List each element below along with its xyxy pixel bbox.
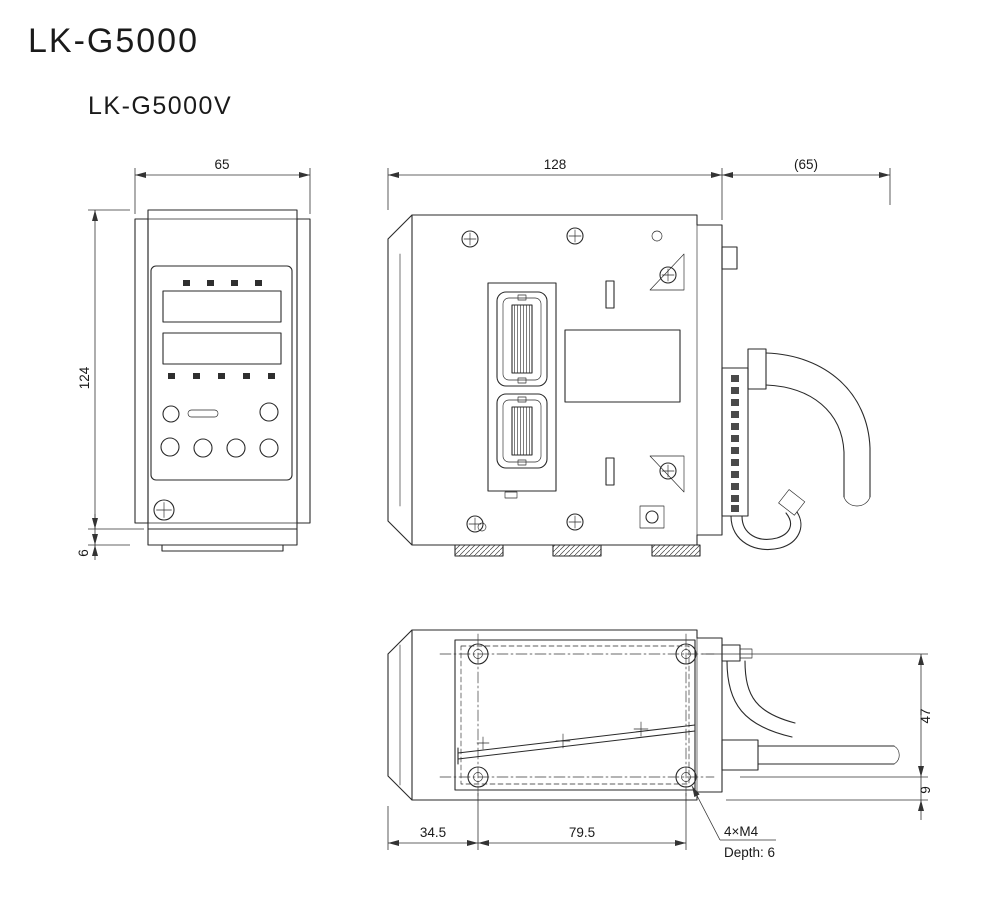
bottom-view-dimensions: 47 9 34.5 79.5 4×M4 Depth: 6 <box>387 653 933 860</box>
dim-hole-pitch: 79.5 <box>569 825 595 840</box>
head-connector-b <box>496 393 548 469</box>
variant-title: LK-G5000V <box>88 92 232 120</box>
mounting-plate <box>454 639 696 791</box>
side-view <box>387 214 871 557</box>
bottom-view <box>387 629 900 801</box>
tap-note: 4×M4 <box>724 824 759 839</box>
ground-screw <box>153 499 175 521</box>
side-body-outline <box>387 214 723 546</box>
bottom-body-outline <box>387 629 723 801</box>
bottom-cables <box>721 644 900 771</box>
rear-tab <box>721 246 738 270</box>
mount-clamp-upper <box>649 253 685 291</box>
mount-clamp-lower <box>649 455 685 493</box>
tap-depth-note: Depth: 6 <box>724 845 775 860</box>
base-foot <box>161 544 284 552</box>
io-cable <box>747 348 871 507</box>
right-mount-flange <box>296 218 311 524</box>
front-view-dimensions: 65 124 6 <box>76 157 311 560</box>
routed-cable <box>457 721 696 765</box>
case-screws <box>461 227 663 533</box>
left-mount-flange <box>134 218 149 524</box>
display-window-lower <box>162 332 282 365</box>
panel-buttons <box>160 402 279 458</box>
dim-hole-offset: 34.5 <box>420 825 446 840</box>
vent-slot-lower <box>605 457 615 486</box>
front-view <box>134 209 311 552</box>
terminal-block <box>721 367 749 517</box>
connector-bay <box>487 282 557 492</box>
dim-front-width: 65 <box>214 157 229 172</box>
front-panel <box>150 265 293 481</box>
display-window-upper <box>162 290 282 323</box>
head-connector-a <box>496 291 548 387</box>
center-lines <box>439 633 715 797</box>
side-view-dimensions: 128 (65) <box>387 157 891 220</box>
dim-side-width: 128 <box>544 157 567 172</box>
label-plate <box>564 329 681 403</box>
dim-side-cable: (65) <box>794 157 818 172</box>
indicator-leds <box>168 280 275 379</box>
dim-front-base: 6 <box>76 549 91 557</box>
mounting-holes <box>467 643 697 788</box>
din-rail-feet <box>454 544 701 557</box>
vent-slot-upper <box>605 280 615 309</box>
dim-hole-span: 47 <box>918 708 933 723</box>
lock-bracket <box>639 505 665 529</box>
dim-front-height: 124 <box>77 366 92 389</box>
dim-plan-base: 9 <box>918 786 933 794</box>
power-cable-loop <box>730 489 806 550</box>
page-title: LK-G5000 <box>28 22 199 60</box>
